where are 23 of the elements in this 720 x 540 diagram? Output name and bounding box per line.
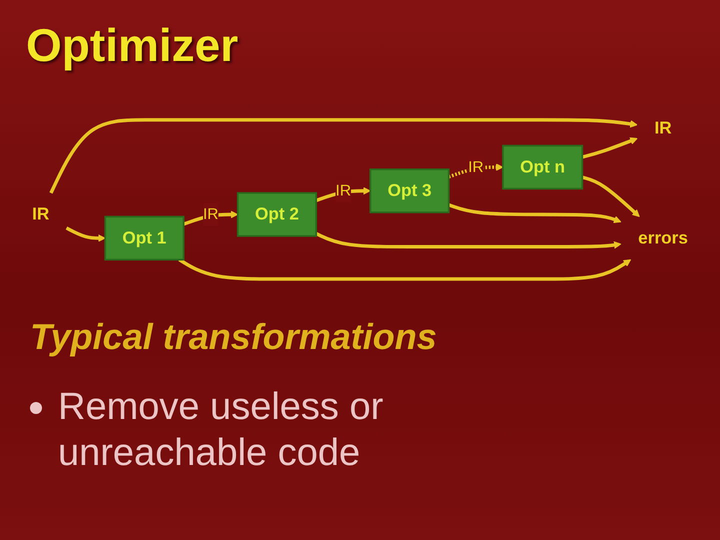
edge-label: IR (336, 182, 352, 200)
node-box: Opt 3 (370, 168, 450, 214)
arrow (66, 226, 106, 242)
edge-label: IR (468, 158, 484, 176)
arrow (183, 210, 238, 226)
node-text: IR (32, 205, 50, 224)
section-heading: Typical transformations (30, 316, 437, 358)
arrow (49, 118, 638, 194)
node-box: Opt n (502, 144, 584, 190)
arrow (315, 232, 622, 249)
arrow (178, 258, 632, 281)
node-box: Opt 2 (236, 192, 318, 237)
arrow (582, 137, 638, 159)
node-text: errors (638, 228, 688, 248)
node-box: Opt 1 (104, 216, 184, 261)
slide-title: Optimizer (26, 18, 238, 72)
edge-label: IR (202, 205, 218, 223)
arrow (582, 176, 640, 217)
node-text: IR (654, 119, 672, 138)
arrow (316, 187, 371, 202)
bullet-text: Remove useless or unreachable code (58, 385, 384, 476)
arrow (448, 203, 622, 224)
arrow (448, 163, 504, 178)
